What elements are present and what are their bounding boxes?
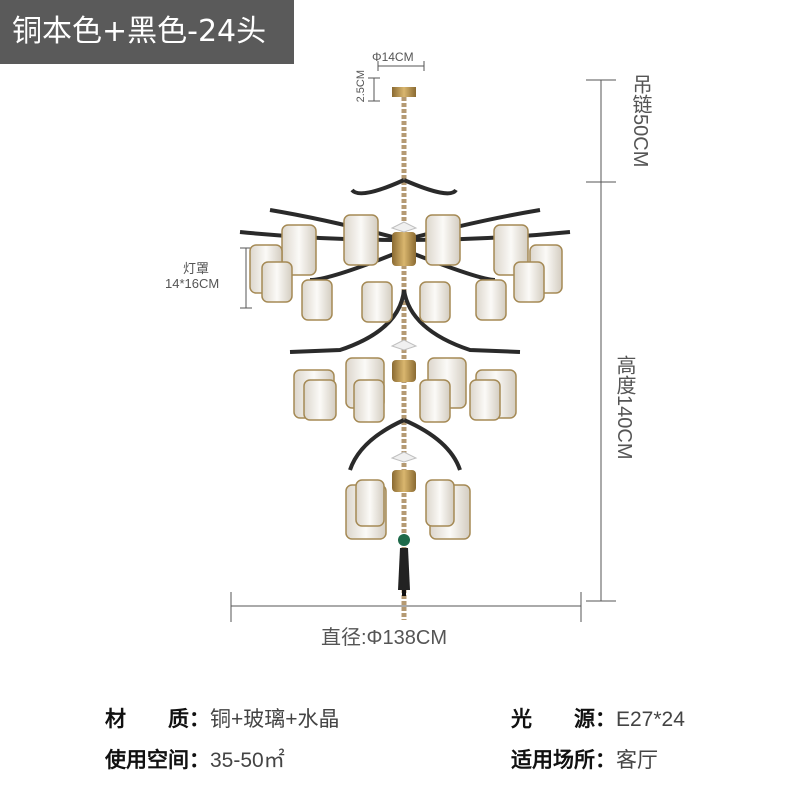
spec-space: 使用空间：35-50㎡ (105, 744, 285, 774)
spec-place-key: 适用场所： (511, 748, 616, 772)
lamp-shades (249, 214, 563, 540)
brass-hubs (392, 232, 416, 492)
chandelier-arms (239, 178, 571, 471)
canopy-height-label: 2.5CM (355, 70, 367, 103)
diameter-label: 直径:Φ138CM (321, 627, 447, 649)
dimension-lines (230, 61, 616, 622)
spec-space-key: 使用空间： (105, 748, 210, 772)
spec-space-value: 35-50㎡ (210, 749, 285, 772)
chain-length-label: 吊链50CM (629, 74, 651, 168)
product-variant-title: 铜本色+黑色-24头 (0, 0, 294, 64)
shade-size-label: 14*16CM (165, 276, 220, 291)
spec-place: 适用场所：客厅 (511, 744, 658, 774)
spec-place-value: 客厅 (616, 749, 658, 772)
shade-label: 灯罩 (183, 261, 210, 276)
crystal-lotus (390, 221, 418, 463)
canopy (392, 87, 416, 97)
canopy-diameter-label: Φ14CM (372, 50, 414, 64)
spec-material: 材 质：铜+玻璃+水晶 (105, 703, 340, 733)
spec-light-key: 光 源： (511, 707, 616, 731)
height-label: 高度140CM (613, 355, 635, 460)
spec-material-key: 材 质： (105, 707, 210, 731)
tassel-pendant (398, 534, 410, 596)
spec-light-value: E27*24 (616, 708, 685, 731)
spec-light-source: 光 源：E27*24 (511, 703, 685, 733)
spec-material-value: 铜+玻璃+水晶 (210, 708, 340, 731)
